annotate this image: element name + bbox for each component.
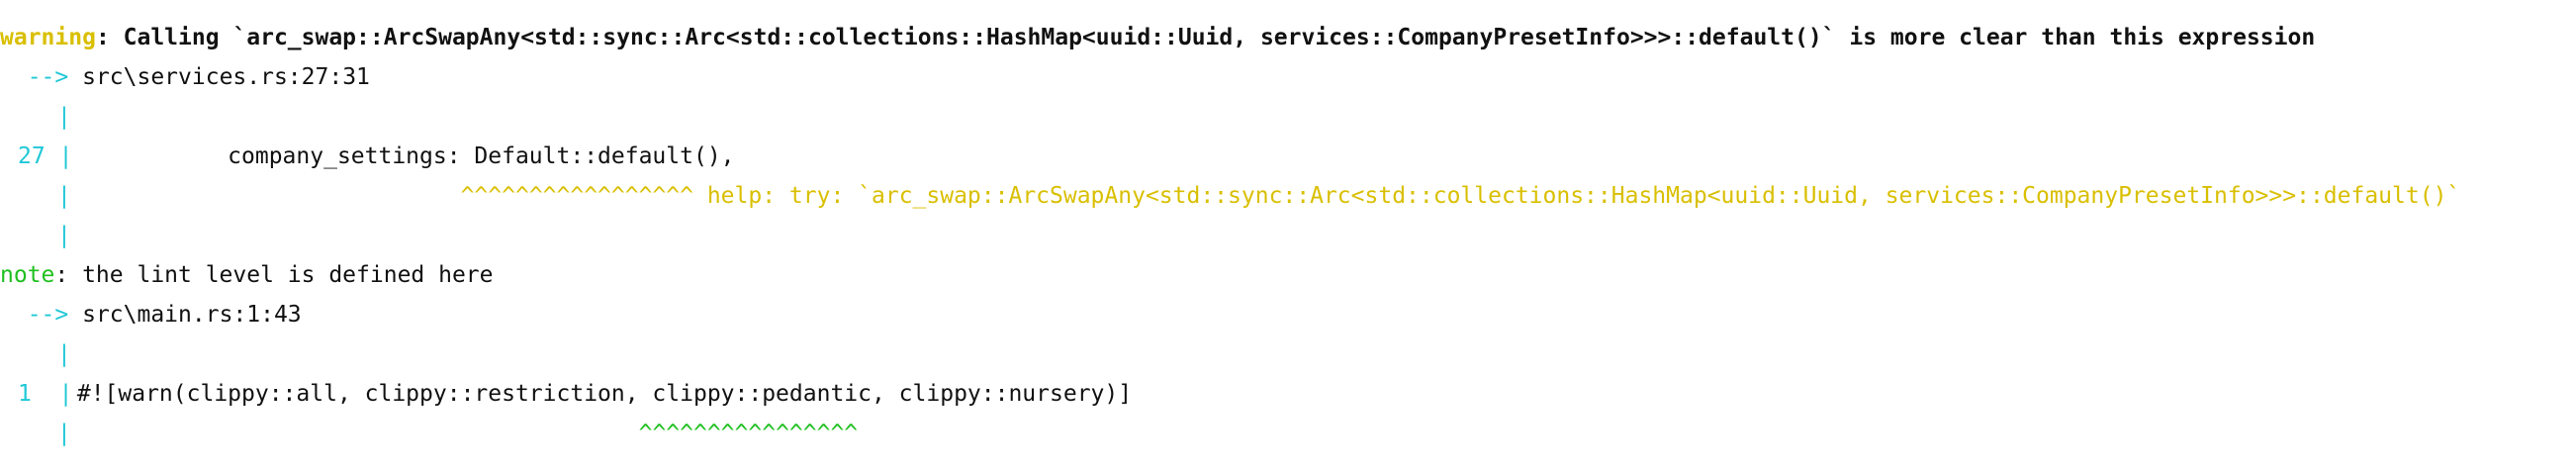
caret-indent	[63, 421, 639, 446]
code-text-27: company_settings: Default::default(),	[63, 143, 735, 169]
caret-indent	[63, 183, 461, 209]
code-text-1: #![warn(clippy::all, clippy::restriction…	[63, 381, 1133, 407]
warning-line: warning: Calling `arc_swap::ArcSwapAny<s…	[0, 18, 2576, 57]
help-suggestion: help: try: `arc_swap::ArcSwapAny<std::sy…	[692, 183, 2461, 209]
caret-marker: ^^^^^^^^^^^^^^^^	[638, 421, 859, 446]
gutter-pipe: |	[57, 223, 71, 248]
note-label: note	[0, 262, 55, 288]
note-location: src\main.rs:1:43	[82, 302, 302, 328]
gutter-pipe: |	[58, 381, 73, 407]
code-line-27: 27 | company_settings: Default::default(…	[0, 137, 2576, 176]
note-caret-line: | ^^^^^^^^^^^^^^^^	[0, 414, 2576, 453]
gutter-blank-line: |	[0, 97, 2576, 137]
note-location-line: --> src\main.rs:1:43	[0, 295, 2576, 334]
gutter-pipe: |	[58, 143, 73, 169]
note-arrow: -->	[0, 302, 83, 328]
note-line: note: the lint level is defined here	[0, 255, 2576, 295]
gutter-pipe: |	[57, 341, 71, 367]
gutter-pipe: |	[57, 183, 71, 209]
gutter-pipe: |	[57, 421, 71, 446]
gutter-pipe: |	[57, 104, 71, 130]
caret-marker: ^^^^^^^^^^^^^^^^^	[460, 183, 693, 209]
gutter-blank-line: |	[0, 216, 2576, 255]
line-number-1: 1 |	[0, 374, 72, 414]
help-line: | ^^^^^^^^^^^^^^^^^ help: try: `arc_swap…	[0, 176, 2576, 216]
warning-message: : Calling `arc_swap::ArcSwapAny<std::syn…	[95, 25, 2316, 50]
warning-arrow: -->	[0, 64, 83, 90]
line-number-text: 1	[18, 381, 32, 407]
line-number-27: 27 |	[0, 137, 72, 176]
warning-location-line: --> src\services.rs:27:31	[0, 57, 2576, 97]
note-message: : the lint level is defined here	[54, 262, 494, 288]
warning-label: warning	[0, 25, 96, 50]
gutter-blank-line: |	[0, 334, 2576, 374]
line-number-text: 27	[18, 143, 46, 169]
warning-location: src\services.rs:27:31	[82, 64, 370, 90]
code-line-1: 1 | #![warn(clippy::all, clippy::restric…	[0, 374, 2576, 414]
